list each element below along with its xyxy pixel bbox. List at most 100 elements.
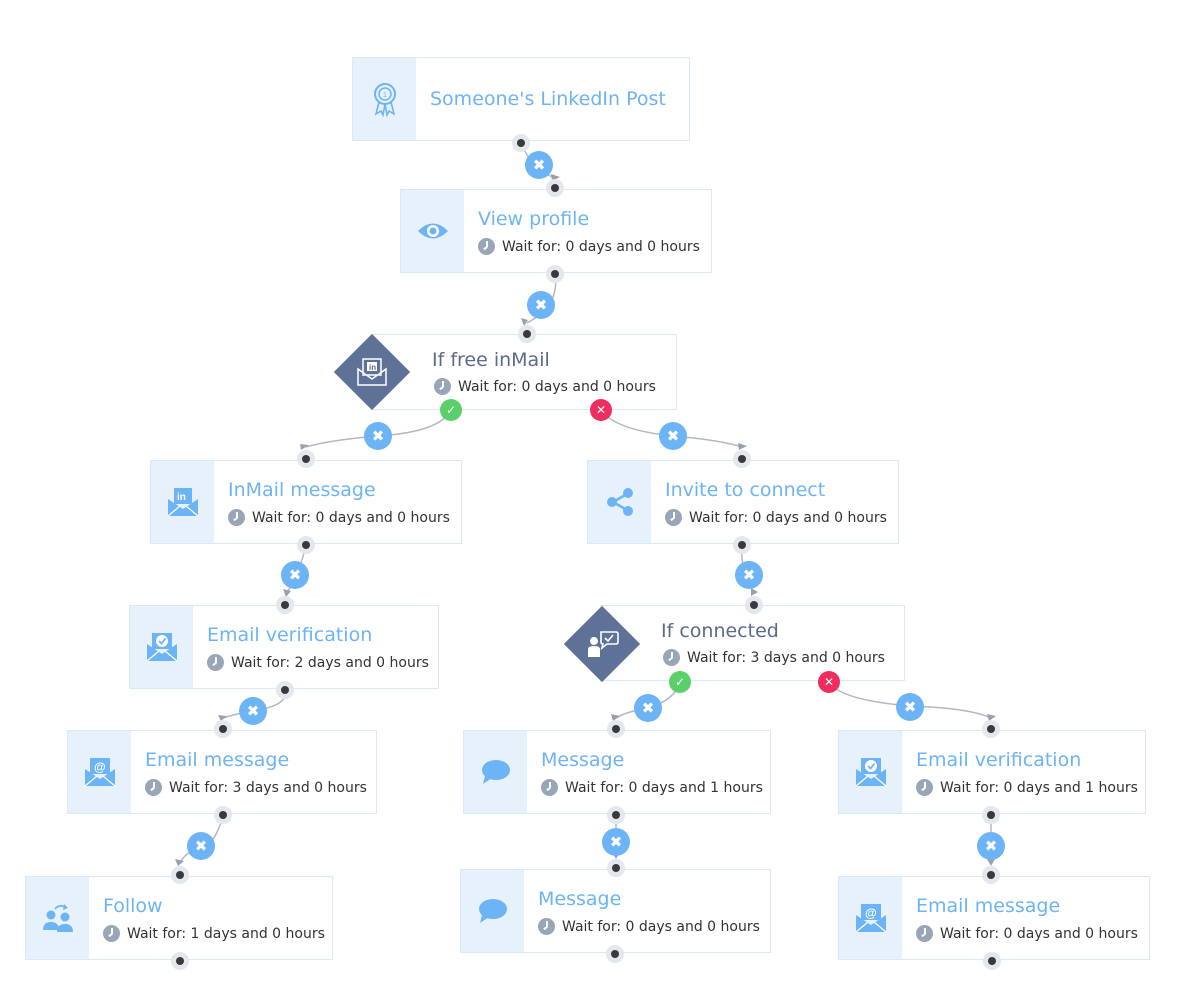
delete-connection-button[interactable]: ✖ — [977, 832, 1005, 860]
connection-port[interactable] — [214, 806, 232, 824]
connection-port[interactable] — [512, 134, 530, 152]
connection-port[interactable] — [214, 720, 232, 738]
connection-port[interactable] — [733, 450, 751, 468]
envelope-at-icon: @ — [68, 731, 131, 813]
envelope-check-icon — [130, 606, 193, 688]
node-title: Email verification — [207, 624, 373, 646]
delete-connection-button[interactable]: ✖ — [525, 151, 553, 179]
node-message-2[interactable]: Message Wait for: 0 days and 0 hours — [460, 869, 771, 953]
wait-row: Wait for: 0 days and 0 hours — [478, 238, 700, 255]
connection-port[interactable] — [983, 952, 1001, 970]
clock-icon — [541, 779, 558, 796]
node-title: View profile — [478, 208, 590, 230]
share-icon — [588, 461, 651, 543]
node-title: Email message — [916, 895, 1061, 917]
node-inmail-message[interactable]: in InMail message Wait for: 0 days and 0… — [150, 460, 462, 544]
node-if-connected[interactable]: If connected Wait for: 3 days and 0 hour… — [600, 605, 905, 681]
svg-text:@: @ — [94, 760, 106, 774]
chat-bubble-icon — [461, 870, 524, 952]
node-email-verification-2[interactable]: Email verification Wait for: 0 days and … — [838, 730, 1146, 814]
wait-text: Wait for: 3 days and 0 hours — [169, 779, 367, 796]
delete-connection-button[interactable]: ✖ — [187, 832, 215, 860]
connection-port[interactable] — [607, 720, 625, 738]
connection-port[interactable] — [297, 536, 315, 554]
no-branch-x-icon[interactable]: ✕ — [818, 671, 840, 693]
clock-icon — [434, 378, 451, 395]
svg-text:in: in — [177, 492, 186, 503]
no-branch-x-icon[interactable]: ✕ — [590, 399, 612, 421]
node-title: Email message — [145, 749, 290, 771]
wait-row: Wait for: 0 days and 1 hours — [541, 779, 763, 796]
node-email-message-1[interactable]: @ Email message Wait for: 3 days and 0 h… — [67, 730, 377, 814]
delete-connection-button[interactable]: ✖ — [281, 561, 309, 589]
wait-row: Wait for: 3 days and 0 hours — [663, 649, 885, 666]
node-title: Invite to connect — [665, 479, 826, 501]
clock-icon — [538, 918, 555, 935]
node-view-profile[interactable]: View profile Wait for: 0 days and 0 hour… — [400, 189, 712, 273]
yes-branch-check-icon[interactable]: ✓ — [440, 399, 462, 421]
wait-text: Wait for: 3 days and 0 hours — [687, 649, 885, 666]
node-follow[interactable]: Follow Wait for: 1 days and 0 hours — [25, 876, 333, 960]
wait-text: Wait for: 0 days and 0 hours — [940, 925, 1138, 942]
connection-port[interactable] — [297, 450, 315, 468]
connection-port[interactable] — [546, 179, 564, 197]
connection-port[interactable] — [171, 866, 189, 884]
envelope-check-icon — [839, 731, 902, 813]
chat-bubble-icon — [464, 731, 527, 813]
connection-port[interactable] — [982, 866, 1000, 884]
connection-port[interactable] — [982, 720, 1000, 738]
connection-port[interactable] — [745, 596, 763, 614]
connection-port[interactable] — [607, 806, 625, 824]
node-if-free-inmail[interactable]: If free inMail Wait for: 0 days and 0 ho… — [372, 334, 677, 410]
yes-branch-check-icon[interactable]: ✓ — [669, 671, 691, 693]
wait-row: Wait for: 0 days and 0 hours — [538, 918, 760, 935]
clock-icon — [916, 779, 933, 796]
svg-text:1: 1 — [383, 92, 387, 99]
svg-text:@: @ — [865, 906, 877, 920]
delete-connection-button[interactable]: ✖ — [735, 561, 763, 589]
node-title: If free inMail — [432, 349, 550, 371]
wait-text: Wait for: 0 days and 1 hours — [940, 779, 1138, 796]
delete-connection-button[interactable]: ✖ — [634, 694, 662, 722]
delete-connection-button[interactable]: ✖ — [659, 422, 687, 450]
connection-port[interactable] — [171, 952, 189, 970]
node-email-message-2[interactable]: @ Email message Wait for: 0 days and 0 h… — [838, 876, 1150, 960]
connection-port[interactable] — [518, 325, 536, 343]
connection-port[interactable] — [982, 806, 1000, 824]
linkedin-envelope-icon: in — [345, 345, 399, 399]
envelope-at-icon: @ — [839, 877, 902, 959]
node-title: Message — [538, 888, 622, 910]
delete-connection-button[interactable]: ✖ — [896, 693, 924, 721]
node-title: Message — [541, 749, 625, 771]
delete-connection-button[interactable]: ✖ — [239, 697, 267, 725]
follow-users-icon — [26, 877, 89, 959]
connection-port[interactable] — [276, 681, 294, 699]
connection-port[interactable] — [733, 536, 751, 554]
clock-icon — [665, 509, 682, 526]
connection-port[interactable] — [276, 596, 294, 614]
node-title: Follow — [103, 895, 163, 917]
wait-row: Wait for: 3 days and 0 hours — [145, 779, 367, 796]
wait-row: Wait for: 0 days and 0 hours — [228, 509, 450, 526]
wait-row: Wait for: 0 days and 1 hours — [916, 779, 1138, 796]
clock-icon — [228, 509, 245, 526]
clock-icon — [663, 649, 680, 666]
wait-text: Wait for: 0 days and 0 hours — [689, 509, 887, 526]
wait-row: Wait for: 1 days and 0 hours — [103, 925, 325, 942]
connection-port[interactable] — [607, 859, 625, 877]
connection-port[interactable] — [606, 945, 624, 963]
wait-row: Wait for: 0 days and 0 hours — [434, 378, 656, 395]
node-title: If connected — [661, 620, 779, 642]
delete-connection-button[interactable]: ✖ — [527, 291, 555, 319]
connection-port[interactable] — [546, 265, 564, 283]
node-message-1[interactable]: Message Wait for: 0 days and 1 hours — [463, 730, 771, 814]
wait-text: Wait for: 0 days and 0 hours — [562, 918, 760, 935]
node-email-verification-1[interactable]: Email verification Wait for: 2 days and … — [129, 605, 439, 689]
person-chat-icon — [575, 617, 629, 671]
delete-connection-button[interactable]: ✖ — [364, 422, 392, 450]
node-title: Someone's LinkedIn Post — [430, 88, 666, 110]
node-invite-to-connect[interactable]: Invite to connect Wait for: 0 days and 0… — [587, 460, 899, 544]
node-linkedin-post[interactable]: 1 Someone's LinkedIn Post — [352, 57, 690, 141]
delete-connection-button[interactable]: ✖ — [602, 828, 630, 856]
